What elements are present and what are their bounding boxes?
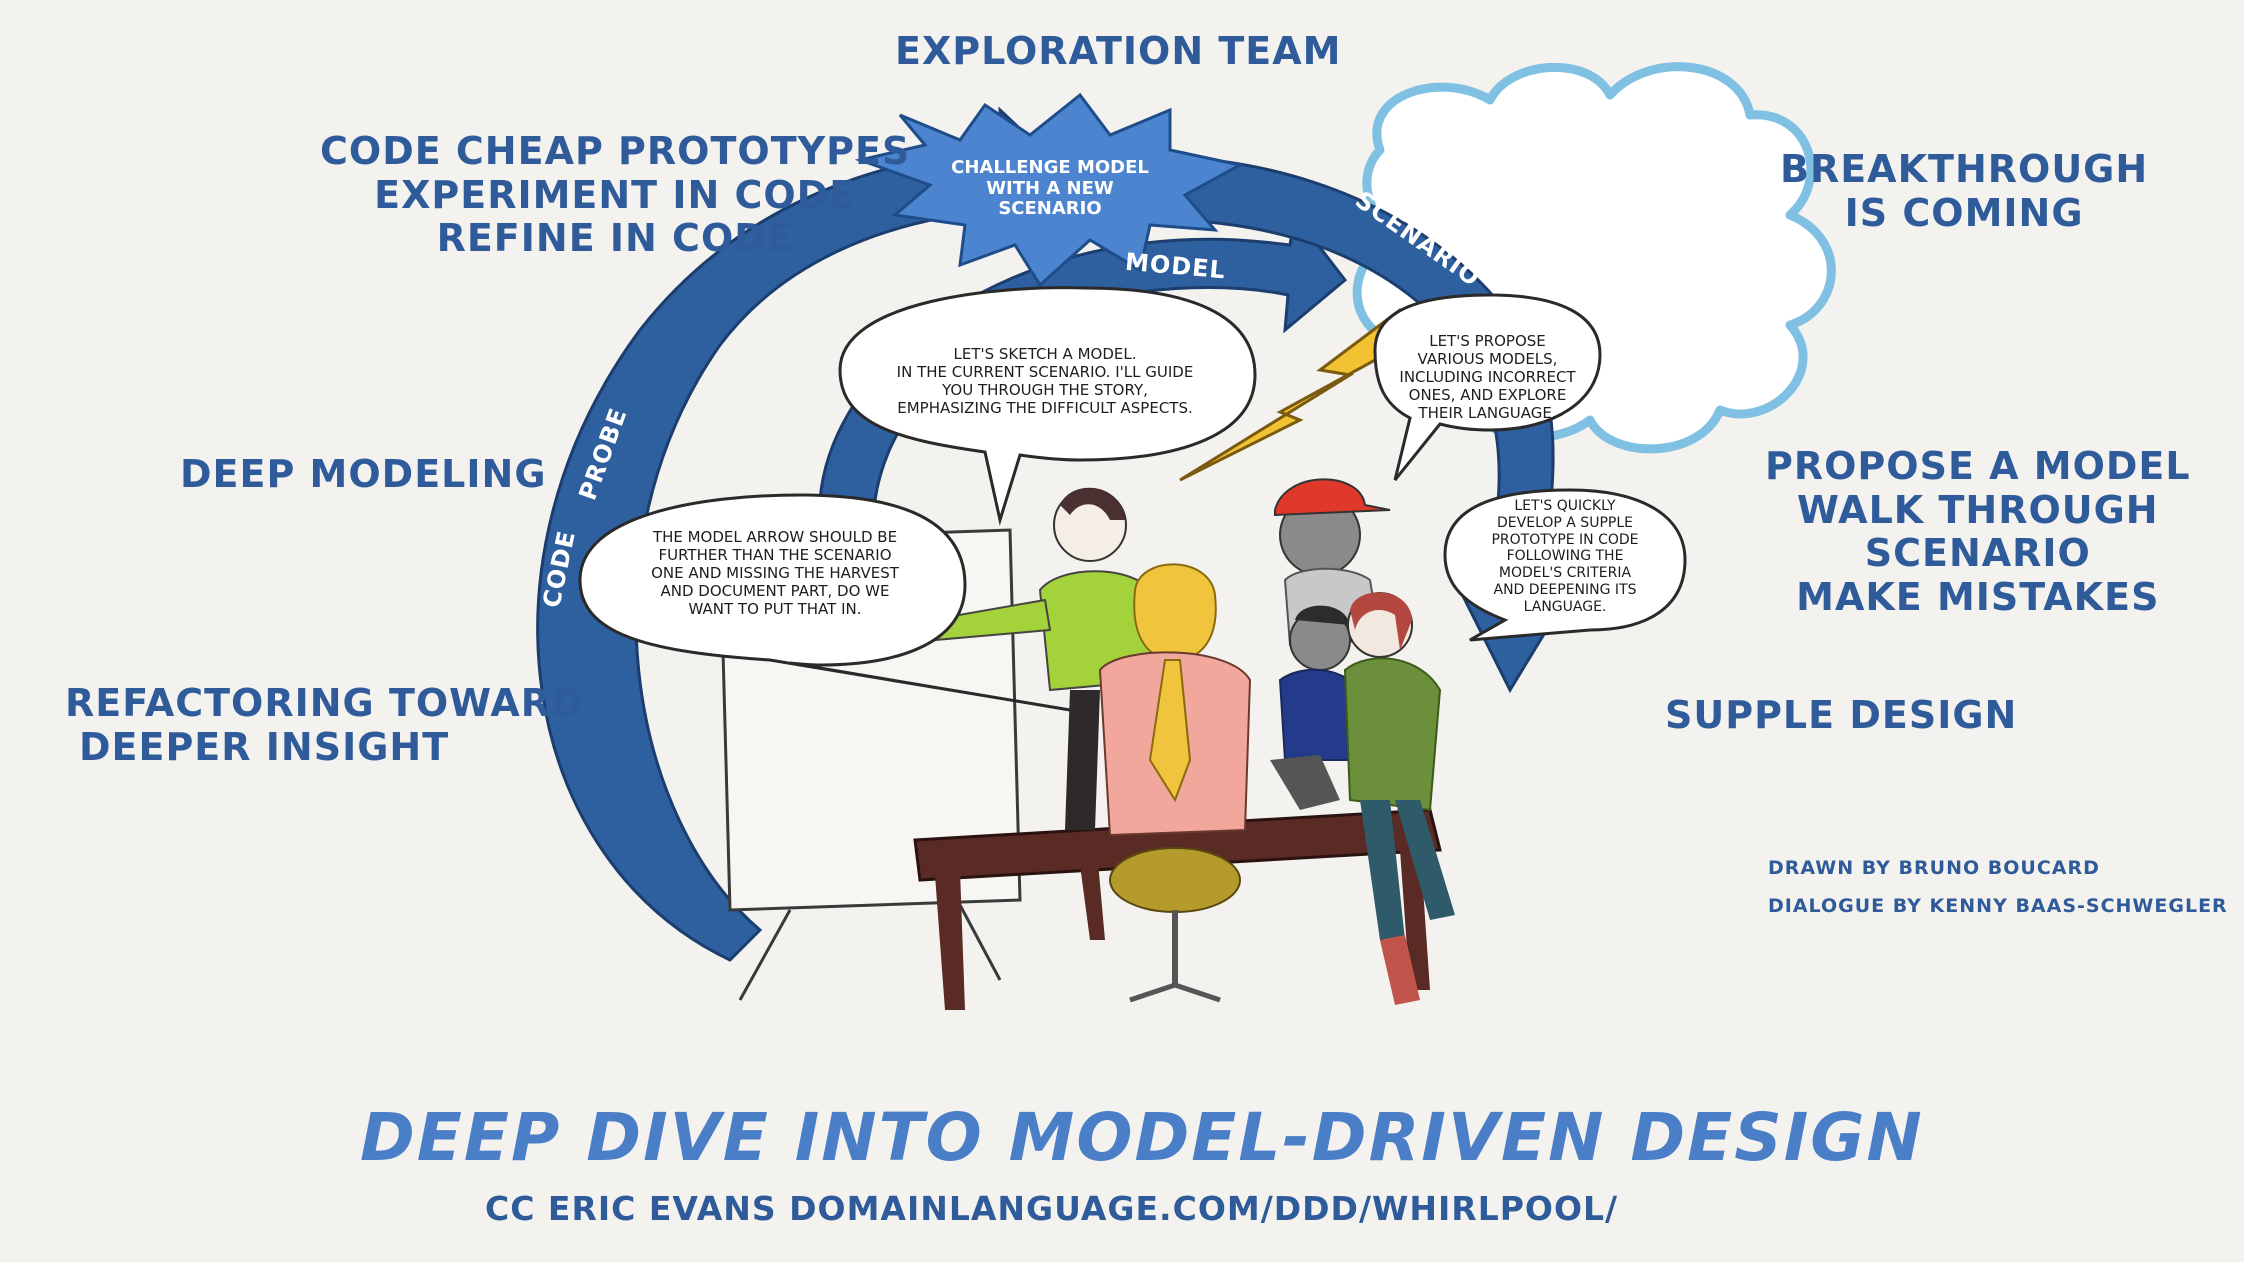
breakthrough-label: BREAKTHROUGH IS COMING	[1780, 147, 2149, 235]
bubble-sketch-line-2: IN THE CURRENT SCENARIO. I'LL GUIDE	[896, 363, 1194, 381]
person-green-sweater	[1343, 592, 1455, 1005]
code-cheap-line-1: CODE CHEAP PROTOTYPES	[320, 129, 911, 173]
person-blonde-woman	[1098, 563, 1252, 1003]
bubble-prototype-shape	[1443, 488, 1687, 642]
table	[913, 808, 1442, 1010]
bubble-prototype-line-7: LANGUAGE.	[1523, 598, 1607, 615]
exploration-team-label: EXPLORATION TEAM	[895, 29, 1342, 73]
bubble-propose-line-2: VARIOUS MODELS,	[1417, 350, 1558, 368]
propose-line-2: WALK THROUGH	[1796, 487, 2159, 532]
deep-modeling-label: DEEP MODELING	[180, 452, 547, 496]
bubble-propose-line-3: INCLUDING INCORRECT	[1399, 368, 1576, 386]
person-navy	[1270, 605, 1362, 810]
refactoring-line-2: DEEPER INSIGHT	[79, 724, 450, 769]
bubble-prototype-line-1: LET'S QUICKLY	[1514, 498, 1616, 514]
bubble-sketch-line-1: LET'S SKETCH A MODEL.	[953, 345, 1137, 363]
code-cheap-line-3: REFINE IN CODE	[436, 216, 794, 261]
bubble-propose-line-5: THEIR LANGUAGE.	[1418, 404, 1557, 422]
credit-drawn: DRAWN BY BRUNO BOUCARD	[1768, 857, 2100, 879]
page-title: DEEP DIVE INTO MODEL-DRIVEN DESIGN	[360, 1099, 1924, 1176]
speech-bubbles	[578, 286, 1687, 712]
bubble-prototype-line-6: AND DEEPENING ITS	[1493, 581, 1637, 598]
breakthrough-line-1: BREAKTHROUGH	[1780, 147, 2149, 191]
page-subtitle: CC ERIC EVANS DOMAINLANGUAGE.COM/DDD/WHI…	[485, 1189, 1619, 1228]
code-cheap-line-2: EXPERIMENT IN CODE	[374, 172, 857, 217]
burst-text: CHALLENGE MODEL WITH A NEW SCENARIO	[930, 157, 1170, 220]
bubble-arrow-comment-line-4: AND DOCUMENT PART, DO WE	[660, 582, 890, 600]
bubble-prototype-text: LET'S QUICKLY DEVELOP A SUPPLE PROTOTYPE…	[1455, 498, 1675, 616]
bubble-arrow-comment-shape	[578, 493, 1071, 712]
burst-line-1: CHALLENGE MODEL	[951, 157, 1149, 178]
bubble-arrow-comment-line-1: THE MODEL ARROW SHOULD BE	[652, 528, 898, 546]
propose-label: PROPOSE A MODEL WALK THROUGH SCENARIO MA…	[1765, 444, 2191, 620]
bubble-prototype-line-2: DEVELOP A SUPPLE	[1497, 514, 1633, 531]
propose-line-3: SCENARIO	[1864, 531, 2091, 576]
code-cheap-label: CODE CHEAP PROTOTYPES EXPERIMENT IN CODE…	[320, 129, 911, 261]
bubble-sketch-text: LET'S SKETCH A MODEL. IN THE CURRENT SCE…	[865, 345, 1225, 417]
bubble-sketch-line-3: YOU THROUGH THE STORY,	[942, 381, 1148, 399]
burst-line-2: WITH A NEW	[986, 177, 1114, 199]
bubble-arrow-comment-line-2: FURTHER THAN THE SCENARIO	[658, 546, 892, 564]
bubble-arrow-comment-line-3: ONE AND MISSING THE HARVEST	[651, 564, 899, 582]
burst-line-3: SCENARIO	[998, 198, 1102, 220]
bubble-arrow-comment-line-5: WANT TO PUT THAT IN.	[688, 600, 862, 618]
bubble-propose-line-4: ONES, AND EXPLORE	[1408, 386, 1567, 404]
bubble-prototype-line-5: MODEL'S CRITERIA	[1498, 565, 1632, 582]
challenge-burst	[854, 92, 1245, 288]
supple-design-label: SUPPLE DESIGN	[1665, 693, 2018, 737]
bubble-propose-shape	[1373, 293, 1602, 481]
bubble-prototype-line-3: PROTOTYPE IN CODE	[1491, 531, 1639, 548]
propose-line-4: MAKE MISTAKES	[1796, 575, 2160, 620]
credit-dialogue: DIALOGUE BY KENNY BAAS-SCHWEGLER	[1768, 895, 2228, 917]
bubble-arrow-comment-text: THE MODEL ARROW SHOULD BE FURTHER THAN T…	[610, 528, 940, 618]
propose-line-1: PROPOSE A MODEL	[1765, 444, 2191, 488]
refactoring-label: REFACTORING TOWARD DEEPER INSIGHT	[65, 681, 584, 769]
bubble-sketch-line-4: EMPHASIZING THE DIFFICULT ASPECTS.	[897, 399, 1193, 417]
bubble-sketch-shape	[838, 286, 1257, 526]
breakthrough-line-2: IS COMING	[1844, 190, 2084, 235]
bubble-propose-line-1: LET'S PROPOSE	[1429, 332, 1546, 350]
bubble-prototype-line-4: FOLLOWING THE	[1506, 548, 1624, 565]
bubble-propose-text: LET'S PROPOSE VARIOUS MODELS, INCLUDING …	[1385, 332, 1590, 422]
refactoring-line-1: REFACTORING TOWARD	[65, 681, 584, 725]
